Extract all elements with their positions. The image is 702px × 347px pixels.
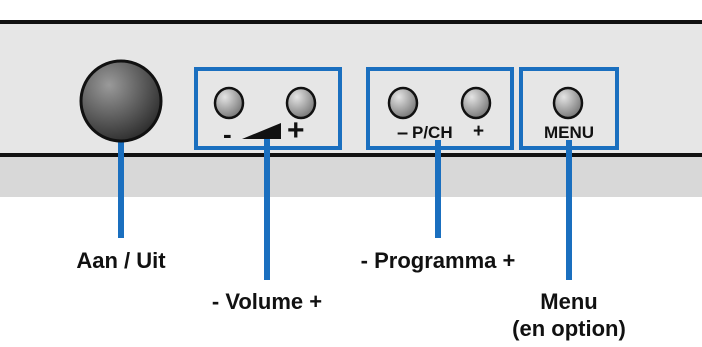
programme-minus-sign: – xyxy=(397,122,409,144)
menu-caption-title: Menu xyxy=(540,289,598,314)
power-caption: Aan / Uit xyxy=(76,248,166,273)
volume-group-frame xyxy=(194,67,342,150)
volume-minus-sign: - xyxy=(223,119,232,149)
round-buttons xyxy=(213,86,584,120)
group-frames xyxy=(194,67,619,150)
volume-up-button[interactable] xyxy=(285,86,317,120)
menu-caption-subtitle: (en option) xyxy=(512,316,626,341)
programme-group-frame xyxy=(366,67,514,150)
volume-down-button[interactable] xyxy=(213,86,245,120)
menu-group-frame xyxy=(519,67,619,150)
programme-plus-sign: + xyxy=(473,121,485,142)
volume-caption: - Volume + xyxy=(211,289,323,314)
power-button[interactable] xyxy=(79,59,163,143)
volume-plus-sign: + xyxy=(287,114,305,147)
programme-label: P/CH xyxy=(412,123,453,142)
menu-button[interactable] xyxy=(552,86,584,120)
programme-caption: - Programma + xyxy=(360,248,516,273)
volume-ramp-icon xyxy=(242,123,281,139)
programme-up-button[interactable] xyxy=(460,86,492,120)
menu-label: MENU xyxy=(544,123,595,142)
programme-down-button[interactable] xyxy=(387,86,419,120)
